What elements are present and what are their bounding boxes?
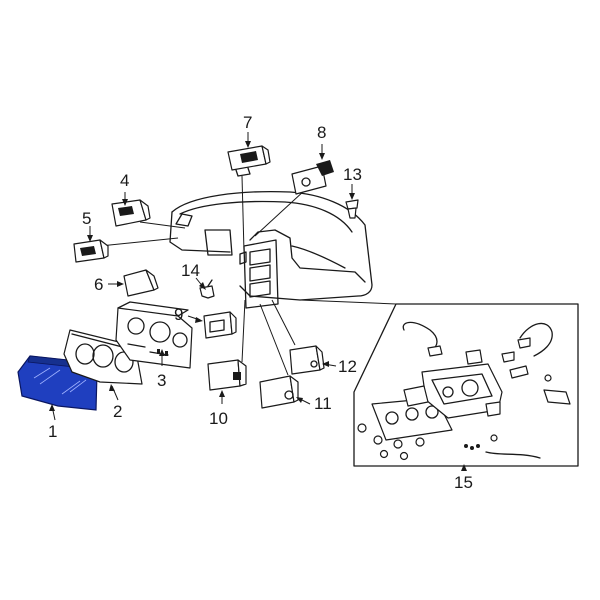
callout-15: 15 [454, 464, 473, 492]
part-11-switch[interactable] [259, 375, 299, 409]
callout-6: 6 [94, 275, 124, 294]
callout-13: 13 [343, 165, 362, 200]
callout-14: 14 [181, 261, 206, 290]
callout-9: 9 [174, 305, 203, 324]
callout-9-label: 9 [174, 305, 183, 324]
callout-1-label: 1 [48, 422, 57, 441]
callout-4-label: 4 [120, 171, 129, 190]
callout-6-label: 6 [94, 275, 103, 294]
callout-4: 4 [120, 171, 129, 206]
callout-5: 5 [82, 209, 93, 242]
part-14-clip[interactable] [199, 279, 215, 299]
callout-11-label: 11 [314, 394, 332, 413]
callout-14-label: 14 [181, 261, 200, 280]
part-13-bulb[interactable] [345, 199, 359, 219]
callout-3: 3 [157, 349, 166, 390]
callout-7-label: 7 [243, 113, 252, 132]
part-4-switch[interactable] [111, 199, 151, 227]
dashboard-outline [169, 191, 373, 309]
callout-12: 12 [322, 357, 357, 376]
callout-2: 2 [109, 384, 122, 421]
part-3-instrument-cluster[interactable] [115, 301, 193, 369]
callout-1: 1 [48, 404, 57, 441]
part-8-switch[interactable] [291, 160, 334, 195]
callout-10-label: 10 [209, 409, 228, 428]
callout-15-label: 15 [454, 473, 473, 492]
callout-8: 8 [317, 123, 326, 160]
callout-3-label: 3 [157, 371, 166, 390]
callout-2-label: 2 [113, 402, 122, 421]
part-10-switch[interactable] [207, 359, 247, 391]
callout-5-label: 5 [82, 209, 91, 228]
part-9-switch[interactable] [203, 311, 237, 339]
part-5-switch[interactable] [73, 239, 109, 263]
callout-8-label: 8 [317, 123, 326, 142]
callout-10: 10 [209, 390, 228, 428]
part-6-switch[interactable] [123, 269, 159, 297]
part-15-climate-control[interactable] [353, 303, 579, 467]
part-7-switch[interactable] [227, 145, 271, 177]
callout-7: 7 [243, 113, 252, 148]
part-12-switch[interactable] [289, 345, 325, 375]
callout-12-label: 12 [338, 357, 357, 376]
connector-lines [99, 175, 397, 376]
callout-11: 11 [296, 394, 332, 413]
callout-13-label: 13 [343, 165, 362, 184]
